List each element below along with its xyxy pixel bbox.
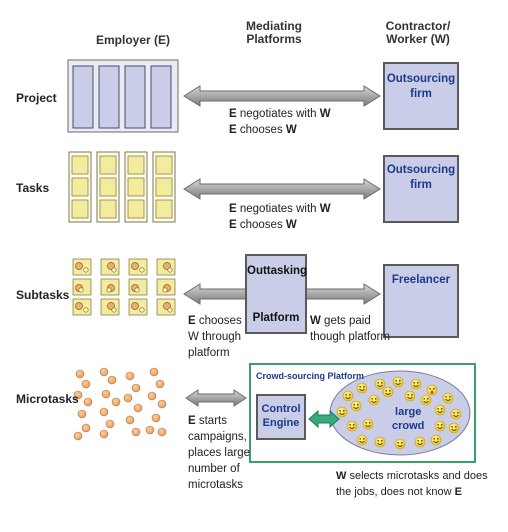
control-engine-box: Control Engine: [256, 394, 306, 440]
task-cell: [127, 177, 145, 197]
tasks-employer-block: [68, 151, 176, 223]
freelancer-box: Freelancer: [383, 264, 459, 338]
crowd-smiley: [356, 382, 368, 394]
microtask-dot: [125, 415, 135, 425]
crowd-smiley: [450, 408, 462, 420]
task-cell: [71, 177, 89, 197]
crowd-smiley: [356, 434, 368, 446]
microtask-dot: [75, 369, 85, 379]
microtask-dot: [133, 403, 143, 413]
outtasking-platform-box: Outtasking Platform: [245, 254, 307, 334]
microtask-dot: [81, 423, 91, 433]
crowd-smiley: [374, 378, 386, 390]
microtask-dot: [99, 407, 109, 417]
crowd-smiley: [350, 400, 362, 412]
microtask-dot: [81, 379, 91, 389]
microtask-dot: [157, 399, 167, 409]
microtasks-left-note: E starts campaigns, places large number …: [188, 415, 251, 491]
microtask-dot: [99, 367, 109, 377]
task-cell: [71, 155, 89, 175]
microtask-dot: [131, 427, 141, 437]
microtasks-arrow: [185, 389, 247, 407]
crowd-smiley: [434, 420, 446, 432]
microtask-dot: [147, 391, 157, 401]
microtask-dot: [145, 425, 155, 435]
crowd-smiley: [394, 438, 406, 450]
microtask-dot: [101, 389, 111, 399]
task-cell: [155, 199, 173, 219]
task-cell: [155, 155, 173, 175]
header-employer: Employer (E): [95, 33, 170, 47]
crowd-smiley: [442, 392, 454, 404]
crowd-smiley: [346, 420, 358, 432]
microtask-dot: [157, 427, 167, 437]
crowd-smiley: [336, 406, 348, 418]
microtask-dot: [73, 431, 83, 441]
crowd-smiley: [448, 422, 460, 434]
microtask-dot: [83, 397, 93, 407]
row-label-project: Project: [16, 91, 57, 105]
project-note: E negotiates with W E chooses W: [229, 108, 331, 136]
crowd-smiley: [362, 418, 374, 430]
crowd-smiley: [368, 394, 380, 406]
crowd-smileys: [336, 376, 462, 450]
microtask-dot: [155, 379, 165, 389]
microtask-dot: [99, 429, 109, 439]
microtask-dot: [73, 390, 83, 400]
microtasks-employer-block: [73, 367, 167, 441]
microtasks-bottom-note: W selects microtasks and does the jobs, …: [336, 470, 488, 498]
header-mediating-platforms: Mediating Platforms: [246, 19, 302, 46]
row-label-microtasks: Microtasks: [16, 392, 79, 406]
crowd-smiley: [392, 376, 404, 388]
microtask-dot: [107, 375, 117, 385]
task-cell: [127, 155, 145, 175]
platform-label: Platform: [252, 312, 300, 324]
project-employer-block: [67, 59, 179, 133]
task-cell: [99, 177, 117, 197]
task-cell: [127, 199, 145, 219]
row-label-subtasks: Subtasks: [16, 288, 70, 302]
crowd-smiley: [430, 434, 442, 446]
microtask-dot: [151, 413, 161, 423]
subtasks-left-note: E chooses W through platform: [188, 315, 242, 359]
outsourcing-firm-tasks-box: Outsourcing firm: [383, 155, 459, 223]
microtask-dot: [123, 393, 133, 403]
task-cell: [71, 199, 89, 219]
crowd-smiley: [420, 394, 432, 406]
outtasking-label: Outtasking: [247, 265, 308, 277]
crowd-smiley: [342, 390, 354, 402]
crowd-smiley: [382, 386, 394, 398]
tasks-arrow: [183, 178, 381, 200]
microtask-dot: [105, 419, 115, 429]
row-label-tasks: Tasks: [16, 181, 50, 195]
subtasks-employer-block: [72, 258, 176, 316]
microtask-dot: [77, 409, 87, 419]
outsourcing-firm-project-box: Outsourcing firm: [383, 62, 459, 130]
task-cell: [99, 199, 117, 219]
microtask-dot: [149, 367, 159, 377]
task-cell: [155, 177, 173, 197]
microtask-dot: [131, 383, 141, 393]
green-double-arrow: [308, 409, 340, 429]
tasks-note: E negotiates with W E chooses W: [229, 203, 331, 231]
crowd-smiley: [410, 378, 422, 390]
task-cell: [99, 155, 117, 175]
large-crowd-label: large crowd: [392, 406, 425, 432]
microtask-dot: [111, 397, 121, 407]
crowd-smiley: [374, 436, 386, 448]
microtask-dot: [125, 371, 135, 381]
subtasks-right-note: W gets paid though platform: [310, 315, 390, 343]
crowd-platform-title: Crowd-sourcing Platform: [256, 371, 365, 381]
crowd-smiley: [434, 404, 446, 416]
project-arrow: [183, 85, 381, 107]
crowd-smiley: [414, 436, 426, 448]
crowd-smiley: [404, 390, 416, 402]
crowd-smiley: [426, 384, 438, 396]
header-contractor-worker: Contractor/ Worker (W): [385, 19, 451, 46]
